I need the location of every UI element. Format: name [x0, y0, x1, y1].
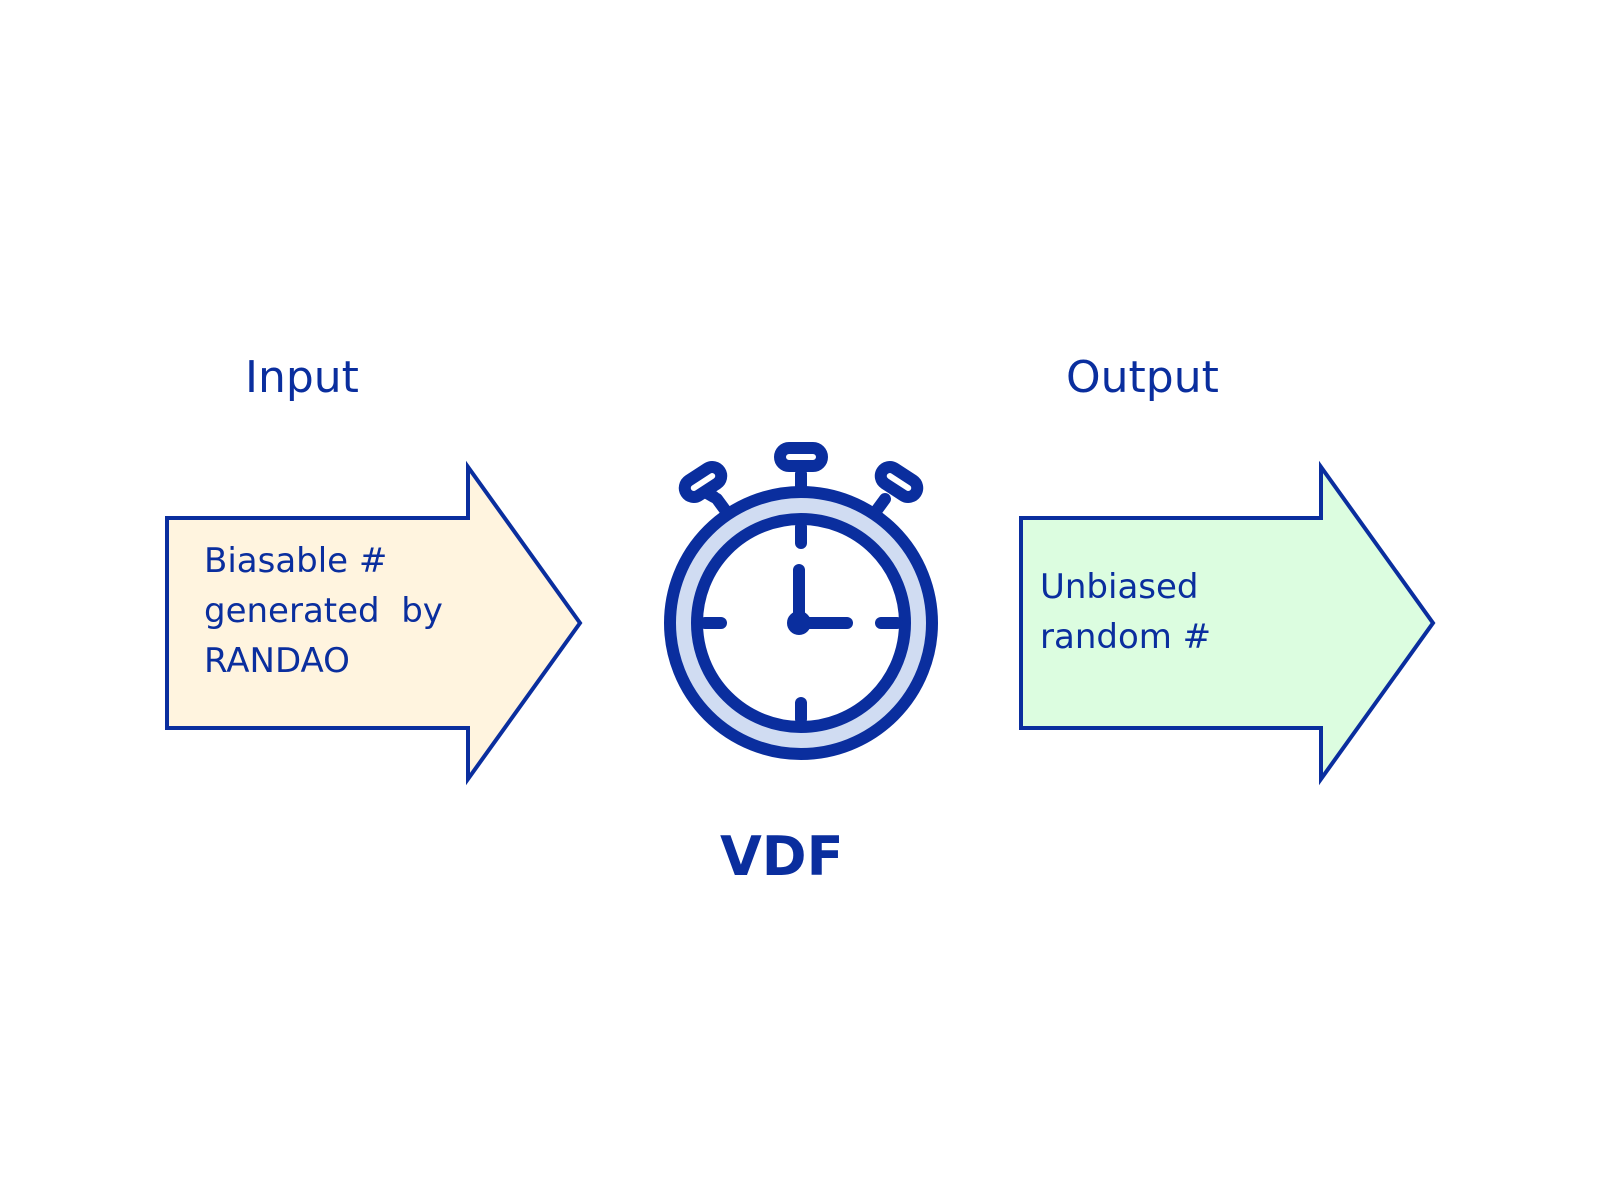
input-arrow	[165, 460, 583, 786]
output-arrow-text: Unbiased random #	[1040, 567, 1212, 657]
output-heading: Output	[1066, 352, 1219, 403]
input-arrow-text: Biasable # generated by RANDAO	[204, 541, 443, 681]
output-arrow	[1019, 460, 1436, 786]
stopwatch-icon	[664, 442, 938, 760]
vdf-label: VDF	[720, 825, 844, 888]
input-heading: Input	[245, 352, 359, 403]
